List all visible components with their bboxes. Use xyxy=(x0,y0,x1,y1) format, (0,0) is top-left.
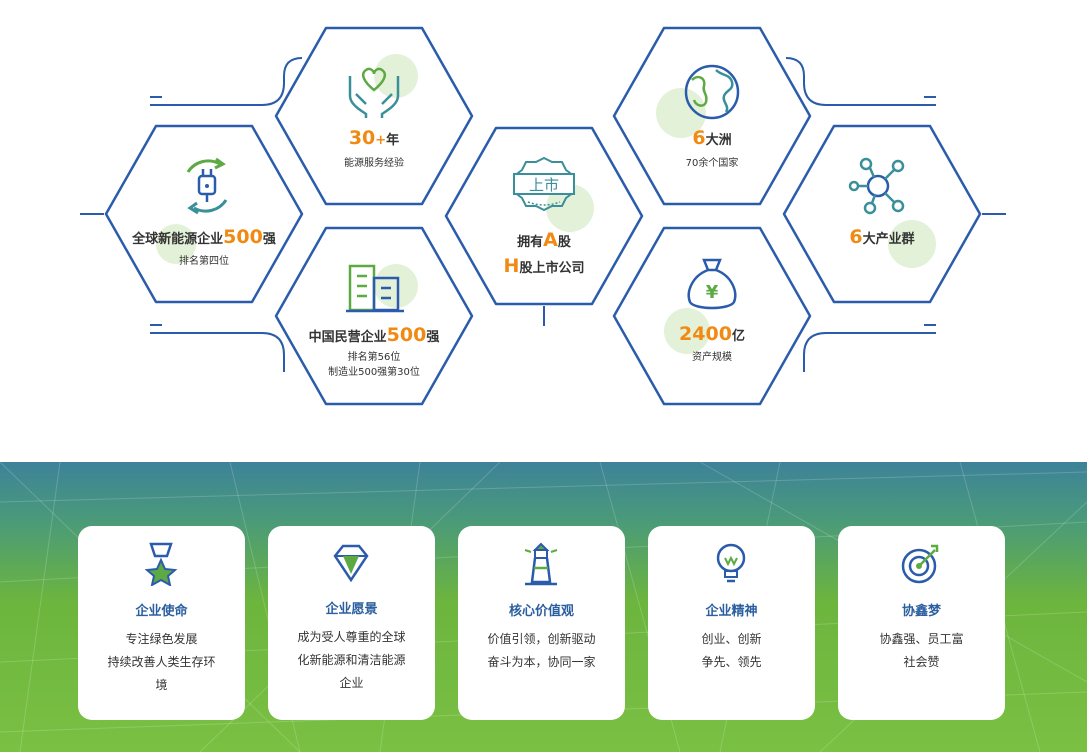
card-dream: 协鑫梦 协鑫强、员工富社会赞 xyxy=(838,526,1005,720)
listed-badge-icon: 上市 xyxy=(512,156,576,212)
hex-global-500: 全球新能源企业500强 排名第四位 xyxy=(104,124,304,304)
listed-line-1: 拥有A股 xyxy=(517,229,571,251)
assets-title: 2400亿 xyxy=(679,323,745,345)
stats-section: 全球新能源企业500强 排名第四位 30+年 能源服务经验 中国民 xyxy=(80,26,1006,406)
private-500-rank: 排名第56位 xyxy=(347,352,401,363)
svg-text:¥: ¥ xyxy=(706,282,719,303)
card-title: 协鑫梦 xyxy=(901,604,941,619)
target-icon xyxy=(901,544,939,584)
hex-listed: 上市 拥有A股 H股上市公司 xyxy=(444,126,644,306)
global-500-title: 全球新能源企业500强 xyxy=(132,226,276,248)
assets-desc: 资产规模 xyxy=(692,352,732,363)
card-title: 企业精神 xyxy=(705,604,758,619)
global-500-rank: 排名第四位 xyxy=(179,256,229,267)
card-spirit: 企业精神 创业、创新争先、领先 xyxy=(648,526,815,720)
card-core-values: 核心价值观 价值引领，创新驱动奋斗为本，协同一家 xyxy=(458,526,625,720)
card-body: 创业、创新争先、领先 xyxy=(701,632,762,669)
card-title: 核心价值观 xyxy=(508,604,574,619)
hex-private-500: 中国民营企业500强 排名第56位 制造业500强第30位 xyxy=(274,226,474,406)
values-section: 企业使命 专注绿色发展持续改善人类生存环境 企业愿景 成为受人尊重的全球化新能源… xyxy=(0,462,1087,752)
hex-continents: 6大洲 70余个国家 xyxy=(612,26,812,206)
building-icon xyxy=(346,264,404,313)
medal-icon xyxy=(144,542,178,586)
diamond-icon xyxy=(333,544,369,583)
svg-text:上市: 上市 xyxy=(529,176,559,194)
power-plug-icon xyxy=(186,157,228,215)
connector-lines xyxy=(80,57,1006,372)
heart-hands-icon xyxy=(348,67,400,118)
card-body: 成为受人尊重的全球化新能源和清洁能源企业 xyxy=(297,630,406,690)
card-mission: 企业使命 专注绿色发展持续改善人类生存环境 xyxy=(78,526,245,720)
card-body: 协鑫强、员工富社会赞 xyxy=(879,632,964,669)
lighthouse-icon xyxy=(524,542,558,586)
continents-countries: 70余个国家 xyxy=(685,158,739,169)
lightbulb-icon xyxy=(716,543,746,583)
experience-title: 30+年 xyxy=(348,127,400,149)
manufacturing-500-rank: 制造业500强第30位 xyxy=(328,367,420,378)
hex-assets: ¥ 2400亿 资产规模 xyxy=(612,226,812,406)
experience-desc: 能源服务经验 xyxy=(344,158,404,169)
card-body: 价值引领，创新驱动奋斗为本，协同一家 xyxy=(487,632,596,669)
hex-experience: 30+年 能源服务经验 xyxy=(274,26,474,206)
industries-title: 6大产业群 xyxy=(849,226,915,248)
private-500-title: 中国民营企业500强 xyxy=(308,324,440,346)
network-icon xyxy=(848,157,905,215)
continents-title: 6大洲 xyxy=(692,127,732,149)
money-bag-icon: ¥ xyxy=(687,258,737,310)
card-title: 企业使命 xyxy=(135,604,188,619)
card-body: 专注绿色发展持续改善人类生存环境 xyxy=(107,632,216,692)
globe-icon xyxy=(684,64,740,120)
card-title: 企业愿景 xyxy=(325,602,378,617)
hex-industries: 6大产业群 xyxy=(782,124,982,304)
card-vision: 企业愿景 成为受人尊重的全球化新能源和清洁能源企业 xyxy=(268,526,435,720)
listed-line-2: H股上市公司 xyxy=(503,255,585,277)
